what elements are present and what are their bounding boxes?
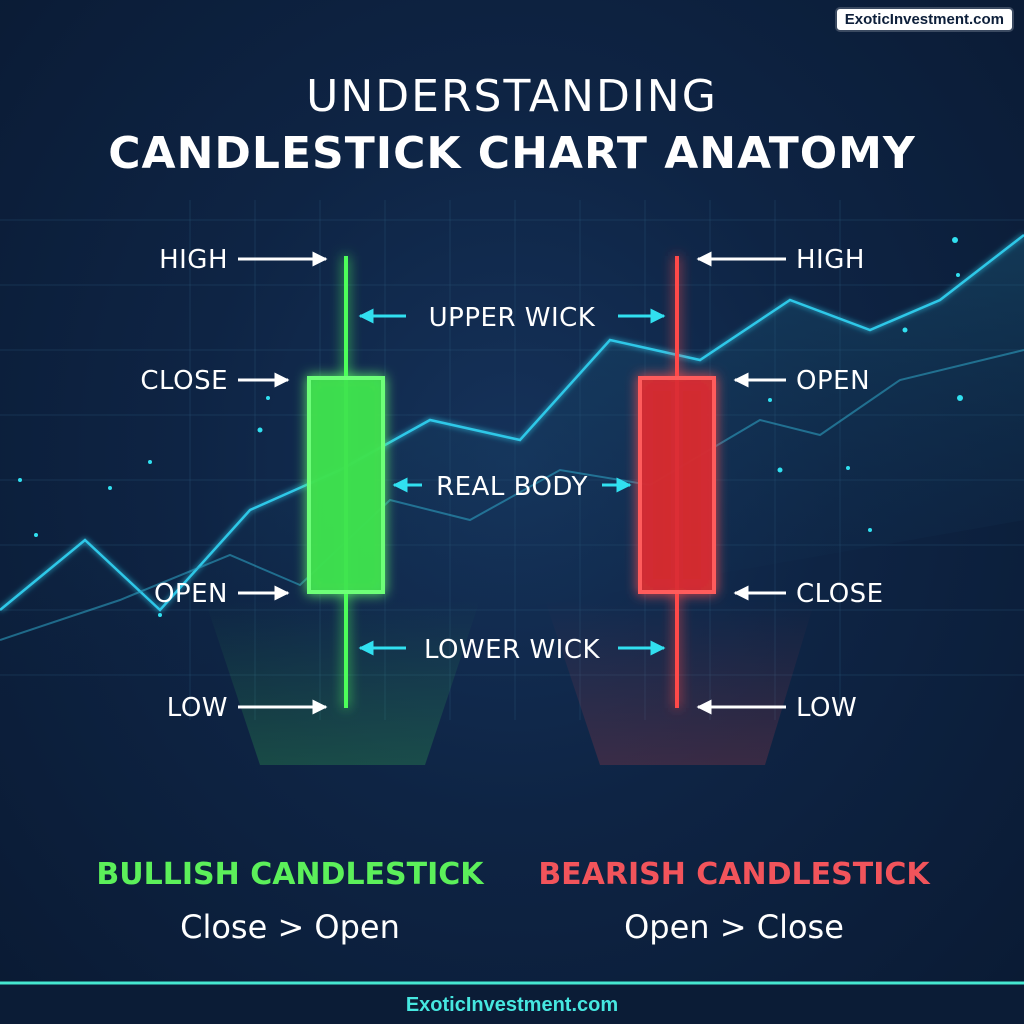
real-body-label: REAL BODY [436, 472, 588, 502]
footer-brand: ExoticInvestment.com [406, 994, 618, 1016]
bullish-title: BULLISH CANDLESTICK [96, 857, 485, 892]
bullish-close-label: CLOSE [140, 366, 228, 396]
sparkle-dots [18, 237, 963, 617]
bullish-condition: Close > Open [180, 908, 400, 946]
bullish-floor-glow [205, 600, 480, 765]
bearish-open-label: OPEN [796, 366, 870, 396]
title-line-1: UNDERSTANDING [306, 71, 718, 122]
bearish-floor-glow [545, 600, 815, 765]
brand-badge[interactable]: ExoticInvestment.com [834, 7, 1014, 32]
bearish-candle [638, 256, 716, 708]
bullish-open-label: OPEN [154, 579, 228, 609]
bearish-close-label: CLOSE [796, 579, 884, 609]
footer-bar [0, 985, 1024, 1024]
trend-lines [0, 234, 1024, 700]
bearish-high-label: HIGH [796, 245, 865, 275]
bullish-low-label: LOW [167, 693, 228, 723]
bearish-title: BEARISH CANDLESTICK [538, 857, 931, 892]
bullish-high-label: HIGH [159, 245, 228, 275]
upper-wick-label: UPPER WICK [429, 303, 596, 333]
bearish-condition: Open > Close [624, 908, 844, 946]
lower-wick-label: LOWER WICK [424, 635, 601, 665]
bearish-low-label: LOW [796, 693, 857, 723]
bullish-candle [307, 256, 385, 708]
title-line-2: CANDLESTICK CHART ANATOMY [108, 128, 916, 179]
